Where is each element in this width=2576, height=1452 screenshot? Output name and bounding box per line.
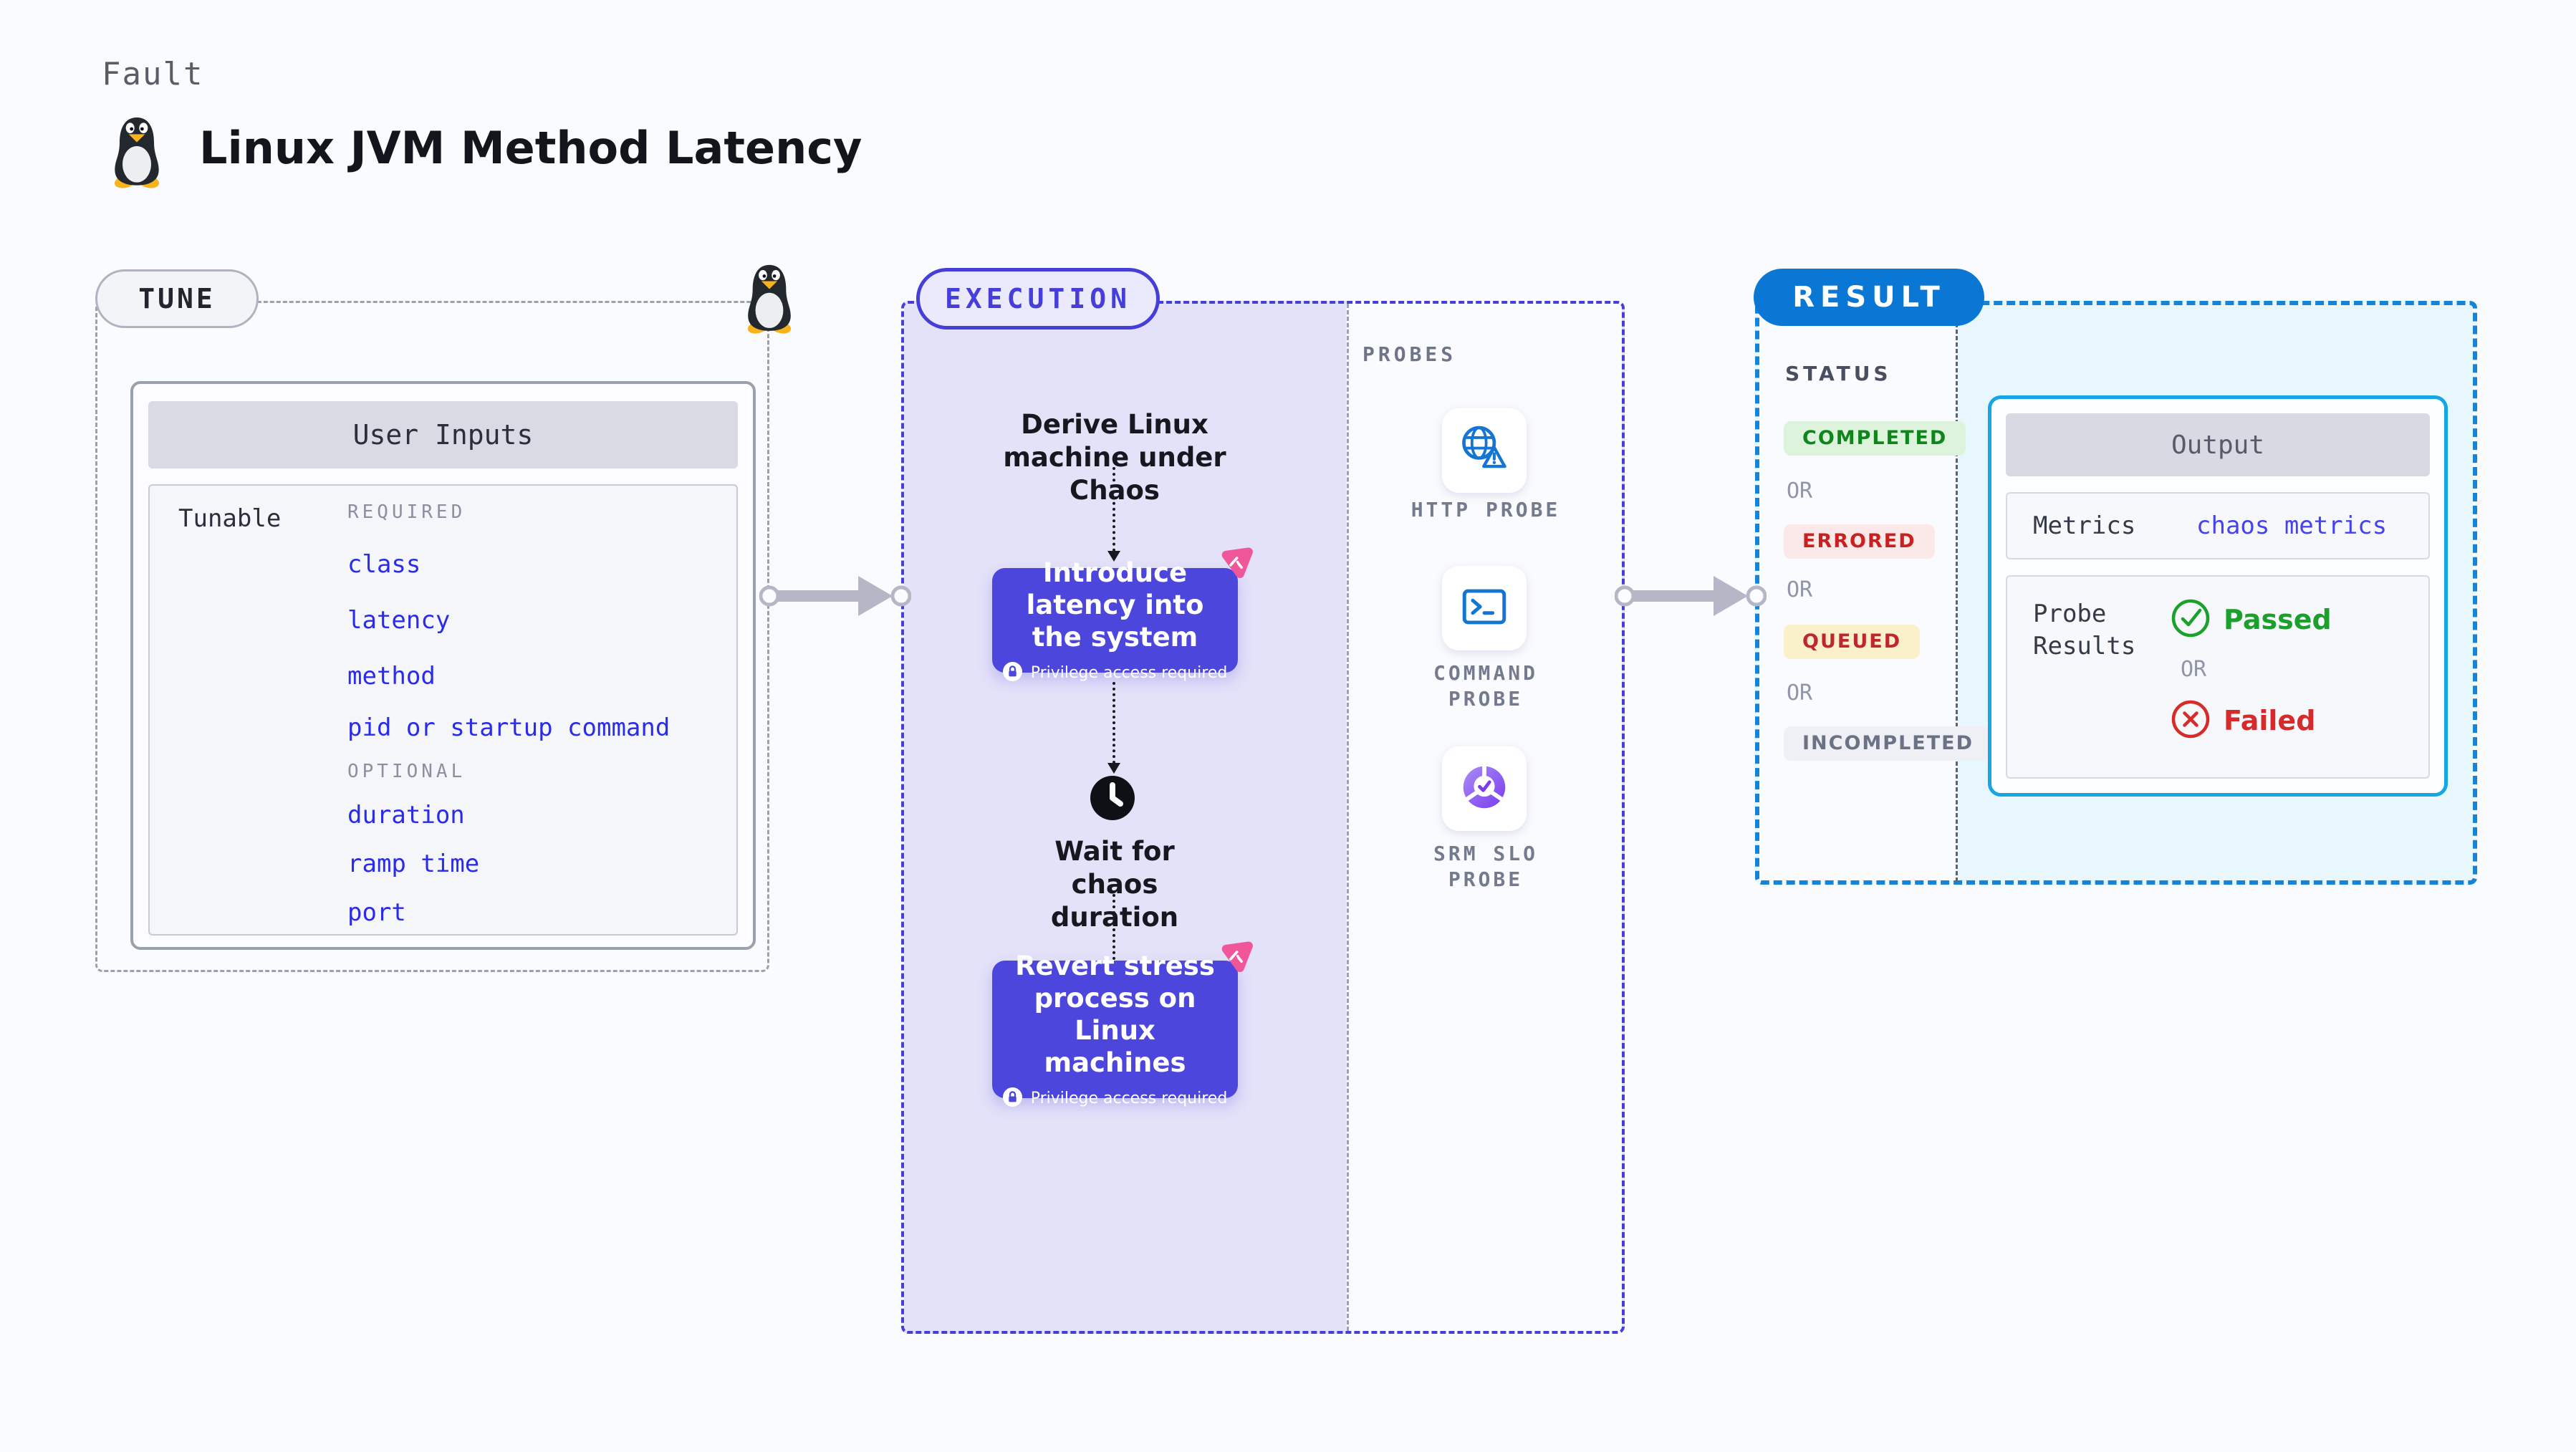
wait-clock-icon xyxy=(1089,774,1136,822)
lock-icon xyxy=(1002,1087,1022,1110)
step-revert-stress-box: Revert stress process on Linux machines … xyxy=(992,951,1238,1107)
tune-section-badge: TUNE xyxy=(95,269,259,328)
user-inputs-table: Tunable REQUIRED class latency method pi… xyxy=(148,484,738,936)
metrics-value: chaos metrics xyxy=(2196,511,2388,540)
chaos-hub-icon xyxy=(1216,543,1256,583)
linux-tux-corner-icon xyxy=(739,262,799,335)
http-probe-card xyxy=(1442,408,1527,493)
privilege-note-row: Privilege access required xyxy=(1002,662,1228,684)
srm-slo-probe-card xyxy=(1442,746,1527,831)
probe-results-values: Passed OR Failed xyxy=(2171,598,2332,742)
probe-results-row: Probe Results Passed OR xyxy=(2006,575,2430,779)
optional-section-label: OPTIONAL xyxy=(347,761,466,782)
probes-divider xyxy=(1347,304,1349,1331)
metrics-label: Metrics xyxy=(2033,511,2136,540)
step-introduce-latency-box: Introduce latency into the system Privil… xyxy=(992,557,1238,682)
command-probe-label: COMMAND PROBE xyxy=(1433,661,1538,711)
step-revert-stress-title: Revert stress process on Linux machines xyxy=(1015,950,1215,1078)
execution-section-badge: EXECUTION xyxy=(916,268,1160,330)
tunable-row-label: Tunable xyxy=(178,504,282,533)
flow-arrow-1 xyxy=(1107,467,1120,562)
step-introduce-latency-title: Introduce latency into the system xyxy=(1026,557,1204,653)
status-badge-completed: COMPLETED xyxy=(1784,421,1966,456)
metrics-row: Metrics chaos metrics xyxy=(2006,492,2430,559)
x-circle-icon xyxy=(2171,699,2211,742)
lock-icon xyxy=(1002,662,1022,684)
failed-label: Failed xyxy=(2224,705,2316,736)
status-badge-errored: ERRORED xyxy=(1784,524,1935,559)
result-divider xyxy=(1956,304,1958,882)
tunable-class: class xyxy=(347,550,421,579)
execution-to-result-arrow xyxy=(1615,576,1767,616)
passed-row: Passed xyxy=(2171,598,2332,641)
tunable-ramp-time: ramp time xyxy=(347,850,480,878)
or-separator: OR xyxy=(1787,479,1813,504)
check-circle-icon xyxy=(2171,598,2211,641)
status-badge-incompleted: INCOMPLETED xyxy=(1784,726,1992,761)
output-title: Output xyxy=(2006,413,2430,476)
page-title: Linux JVM Method Latency xyxy=(199,122,862,174)
or-separator: OR xyxy=(2181,657,2207,682)
flow-arrow-2 xyxy=(1107,682,1120,774)
tunable-pid-or-startup-command: pid or startup command xyxy=(347,713,671,742)
or-separator: OR xyxy=(1787,681,1813,706)
privilege-note-row: Privilege access required xyxy=(1002,1087,1228,1110)
slo-donut-check-icon xyxy=(1457,760,1512,817)
privilege-note-text: Privilege access required xyxy=(1030,1089,1228,1107)
user-inputs-title: User Inputs xyxy=(148,401,738,468)
globe-alert-icon xyxy=(1457,422,1512,479)
status-badge-queued: QUEUED xyxy=(1784,625,1921,659)
failed-row: Failed xyxy=(2171,699,2332,742)
output-card: Output Metrics chaos metrics Probe Resul… xyxy=(1988,395,2448,797)
probes-column-label: PROBES xyxy=(1363,342,1457,366)
tunable-latency: latency xyxy=(347,606,451,635)
tune-to-execution-arrow xyxy=(759,576,911,616)
tunable-port: port xyxy=(347,898,406,927)
tunable-method: method xyxy=(347,662,436,691)
or-separator: OR xyxy=(1787,577,1813,602)
result-section-badge: RESULT xyxy=(1754,269,1984,326)
status-column-label: STATUS xyxy=(1785,362,1892,385)
privilege-note-text: Privilege access required xyxy=(1030,664,1228,682)
probe-results-label: Probe Results xyxy=(2033,600,2136,660)
tune-section-frame xyxy=(95,301,769,972)
passed-label: Passed xyxy=(2224,604,2332,635)
required-section-label: REQUIRED xyxy=(347,501,466,523)
chaos-hub-icon xyxy=(1216,937,1256,977)
user-inputs-card: User Inputs Tunable REQUIRED class laten… xyxy=(130,381,756,950)
linux-tux-icon xyxy=(106,115,168,189)
terminal-icon xyxy=(1457,580,1512,637)
fault-kicker: Fault xyxy=(102,56,204,92)
http-probe-label: HTTP PROBE xyxy=(1410,498,1561,521)
srm-slo-probe-label: SRM SLO PROBE xyxy=(1433,842,1538,891)
tunable-duration: duration xyxy=(347,801,465,830)
command-probe-card xyxy=(1442,566,1527,650)
